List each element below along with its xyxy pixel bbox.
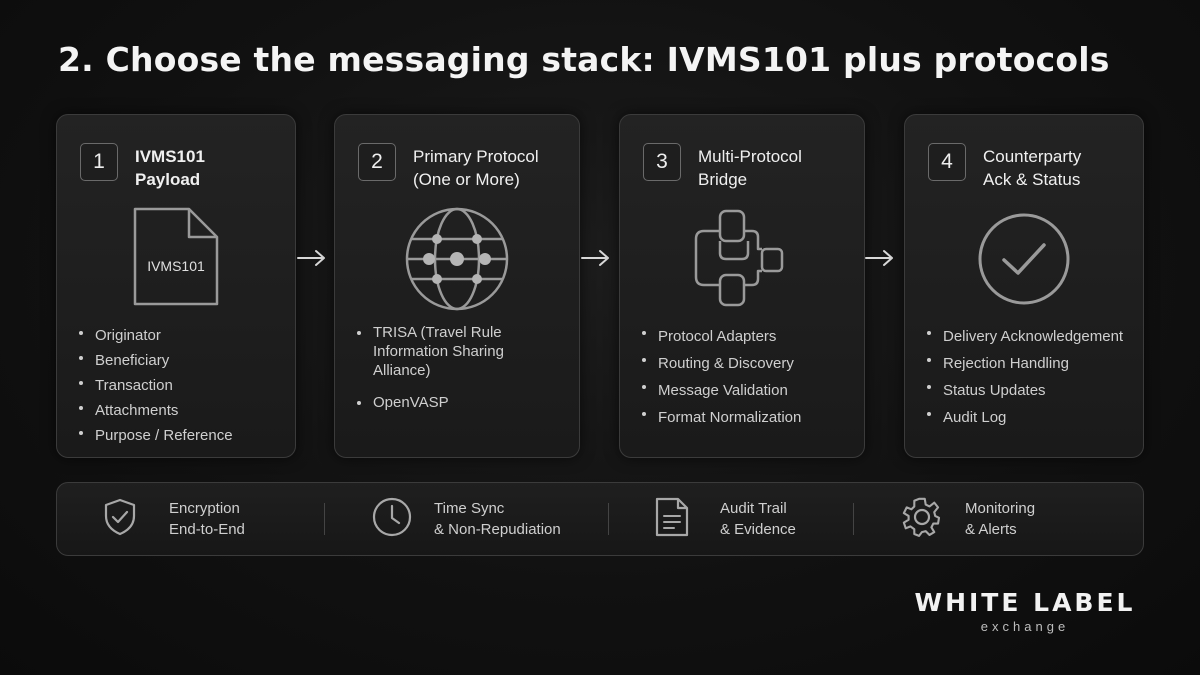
list-item: Routing & Discovery	[642, 350, 801, 377]
feature-label: Encryption End-to-End	[169, 500, 245, 538]
card-title: Multi-Protocol Bridge	[698, 147, 802, 189]
arrow-right-icon	[297, 249, 327, 272]
protocol-list: TRISA (Travel Rule Information Sharing A…	[357, 323, 557, 412]
list-item: Format Normalization	[642, 404, 801, 431]
card-title: IVMS101 Payload	[135, 147, 205, 189]
divider	[324, 503, 325, 535]
list-item: Beneficiary	[79, 348, 233, 373]
feature-label: Monitoring & Alerts	[965, 500, 1036, 538]
list-item: Originator	[79, 323, 233, 348]
status-list: Delivery Acknowledgement Rejection Handl…	[927, 323, 1123, 431]
feature-time-sync: Time Sync & Non-Repudiation	[372, 483, 561, 555]
card-primary-protocol: 2 Primary Protocol (One or More) TRISA (…	[334, 114, 580, 458]
check-circle-icon	[976, 211, 1072, 312]
card-multi-protocol-bridge: 3 Multi-Protocol Bridge Protocol Adapter…	[619, 114, 865, 458]
shield-check-icon	[103, 498, 137, 541]
arrow-right-icon	[581, 249, 611, 272]
card-ivms101-payload: 1 IVMS101 Payload IVMS101 Originator Ben…	[56, 114, 296, 458]
step-number: 1	[80, 143, 118, 181]
feature-label: Time Sync & Non-Repudiation	[434, 500, 561, 538]
bridge-capability-list: Protocol Adapters Routing & Discovery Me…	[642, 323, 801, 431]
step-number: 4	[928, 143, 966, 181]
slide-title: 2. Choose the messaging stack: IVMS101 p…	[58, 40, 1110, 79]
features-bar: Encryption End-to-End Time Sync & Non-Re…	[56, 482, 1144, 556]
card-title: Primary Protocol (One or More)	[413, 147, 539, 189]
list-item: Transaction	[79, 373, 233, 398]
divider	[853, 503, 854, 535]
step-number: 3	[643, 143, 681, 181]
clock-icon	[372, 497, 412, 542]
feature-encryption: Encryption End-to-End	[103, 483, 245, 555]
payload-field-list: Originator Beneficiary Transaction Attac…	[79, 323, 233, 448]
list-item: Attachments	[79, 398, 233, 423]
step-number: 2	[358, 143, 396, 181]
globe-network-icon	[401, 207, 513, 316]
list-item: Audit Log	[927, 404, 1123, 431]
list-item: Message Validation	[642, 377, 801, 404]
brand-logo: WHITE LABEL exchange	[905, 588, 1145, 634]
feature-audit-trail: Audit Trail & Evidence	[654, 483, 796, 555]
arrow-right-icon	[865, 249, 895, 272]
list-item: TRISA (Travel Rule Information Sharing A…	[357, 323, 557, 380]
document-icon: IVMS101	[131, 207, 221, 307]
list-item: Purpose / Reference	[79, 423, 233, 448]
bridge-nodes-icon	[692, 209, 792, 314]
card-counterparty-ack-status: 4 Counterparty Ack & Status Delivery Ack…	[904, 114, 1144, 458]
divider	[608, 503, 609, 535]
brand-subtitle: exchange	[980, 619, 1070, 634]
list-item: Protocol Adapters	[642, 323, 801, 350]
list-item: Status Updates	[927, 377, 1123, 404]
brand-name: WHITE LABEL	[914, 588, 1136, 617]
document-icon-label: IVMS101	[147, 258, 205, 274]
list-item: Rejection Handling	[927, 350, 1123, 377]
gear-icon	[901, 496, 943, 543]
list-item: Delivery Acknowledgement	[927, 323, 1123, 350]
list-item: OpenVASP	[357, 393, 557, 412]
feature-monitoring: Monitoring & Alerts	[901, 483, 1035, 555]
document-lines-icon	[654, 497, 690, 542]
feature-label: Audit Trail & Evidence	[720, 500, 796, 538]
card-title: Counterparty Ack & Status	[983, 147, 1082, 189]
